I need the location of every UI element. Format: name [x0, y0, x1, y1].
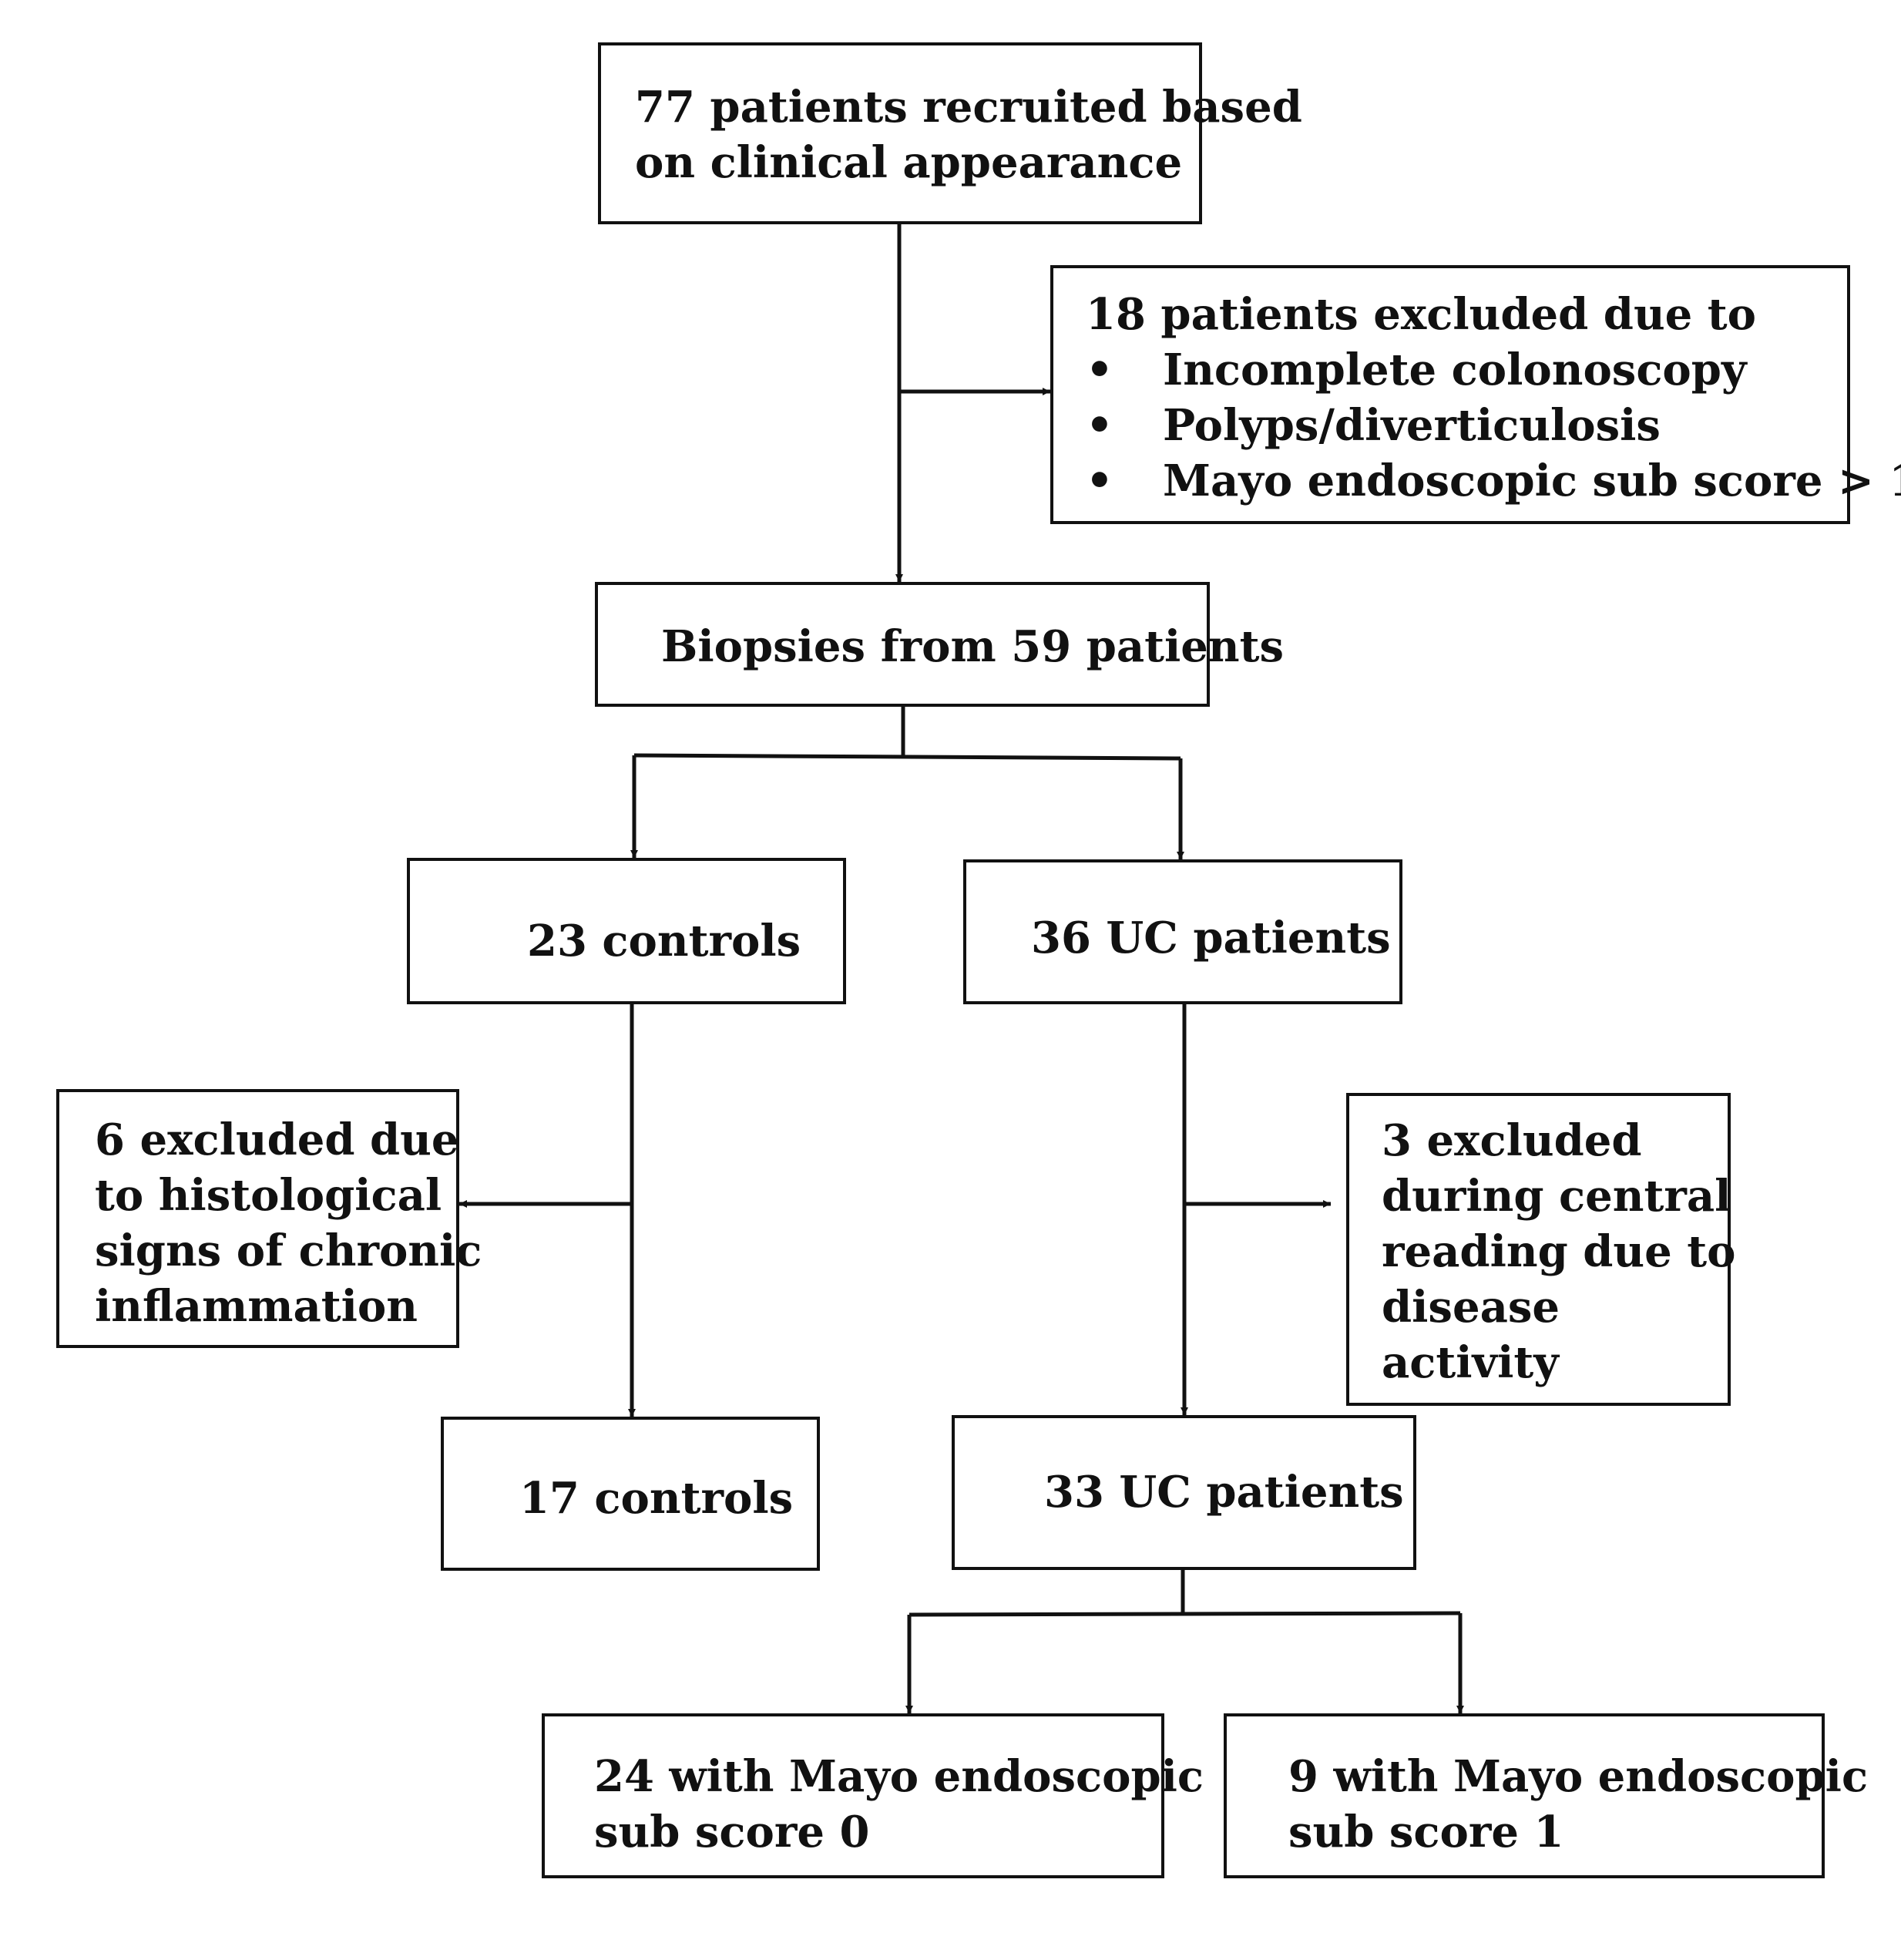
line-biopsies-split [633, 753, 1181, 761]
box-excluded-controls: 6 excluded due to histological signs of … [56, 1089, 482, 1348]
box-mayo0: 24 with Mayo endoscopic sub score 0 [542, 1713, 1204, 1878]
reason-text: Polyps/diverticulosis [1163, 400, 1661, 451]
box-mayo1: 9 with Mayo endoscopic sub score 1 [1224, 1713, 1869, 1878]
mayo0-line1: 24 with Mayo endoscopic [594, 1751, 1204, 1802]
recruited-line1: 77 patients recruited based [635, 82, 1302, 133]
excluded-uc-line5: activity [1382, 1337, 1559, 1388]
list-item: • Incomplete colonoscopy [1086, 342, 1847, 398]
mayo0-line2: sub score 0 [594, 1807, 870, 1857]
excluded-initial-title: 18 patients excluded due to [1086, 289, 1756, 340]
box-biopsies: Biopsies from 59 patients [595, 582, 1285, 707]
biopsies-text: Biopsies from 59 patients [661, 621, 1285, 672]
box-excluded-uc: 3 excluded during central reading due to… [1346, 1093, 1736, 1406]
mayo1-line2: sub score 1 [1288, 1807, 1564, 1857]
excluded-uc-line2: during central [1382, 1171, 1731, 1222]
controls-initial-text: 23 controls [527, 916, 801, 967]
list-item: • Mayo endoscopic sub score > 1 [1086, 453, 1901, 509]
list-item: • Polyps/diverticulosis [1086, 398, 1847, 453]
bullet-dot: • [1086, 400, 1113, 451]
box-uc-final: 33 UC patients [952, 1415, 1416, 1570]
box-recruited: 77 patients recruited based on clinical … [598, 42, 1302, 224]
excluded-controls-line4: inflammation [95, 1281, 418, 1332]
mayo1-line1: 9 with Mayo endoscopic [1288, 1751, 1869, 1802]
reason-text: Incomplete colonoscopy [1163, 345, 1747, 395]
box-excluded-initial: 18 patients excluded due to • Incomplete… [1050, 265, 1901, 524]
excluded-controls-line1: 6 excluded due [95, 1114, 459, 1165]
uc-final-text: 33 UC patients [1044, 1467, 1404, 1518]
excluded-controls-line2: to histological [95, 1170, 442, 1221]
box-controls-initial: 23 controls [407, 858, 846, 1004]
excluded-uc-line4: disease [1382, 1282, 1560, 1333]
excluded-uc-line3: reading due to [1382, 1226, 1736, 1277]
controls-final-text: 17 controls [519, 1473, 794, 1524]
excluded-controls-line3: signs of chronic [95, 1225, 482, 1276]
excluded-initial-reasons: • Incomplete colonoscopy • Polyps/divert… [1086, 342, 1901, 509]
excluded-uc-line1: 3 excluded [1382, 1115, 1642, 1166]
box-uc-initial: 36 UC patients [963, 859, 1402, 1004]
recruited-line2: on clinical appearance [635, 137, 1183, 188]
uc-initial-text: 36 UC patients [1031, 913, 1391, 963]
line-uc-final-split [909, 1611, 1461, 1617]
bullet-dot: • [1086, 345, 1113, 395]
bullet-dot: • [1086, 456, 1113, 506]
reason-text: Mayo endoscopic sub score > 1 [1163, 456, 1901, 506]
box-controls-final: 17 controls [441, 1417, 820, 1571]
